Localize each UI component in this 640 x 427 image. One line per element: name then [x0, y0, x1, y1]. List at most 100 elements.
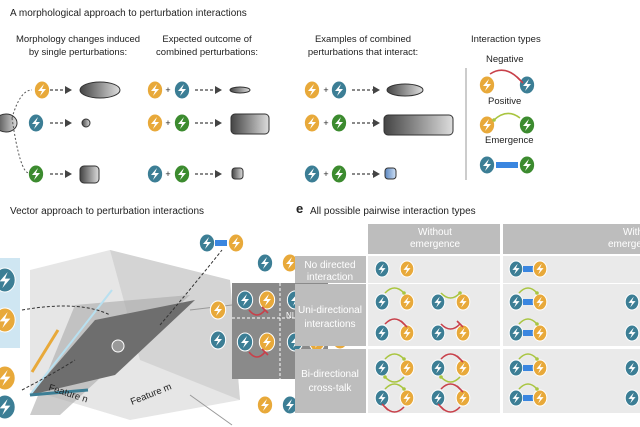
expected-cell-3 [231, 167, 244, 180]
perturbation-lightning-icon [227, 233, 245, 253]
lightning-bolt [459, 327, 467, 339]
lightning-bolt [308, 84, 316, 96]
positive-label: Positive [488, 96, 521, 107]
lightning-bolt [483, 159, 491, 171]
perturbation-lightning-icon [478, 115, 496, 135]
lightning-bolt [512, 392, 520, 404]
panel-e-letter: e [296, 201, 303, 216]
ni-label-zoom: NI [286, 311, 294, 320]
lightning-bolt [536, 263, 544, 275]
lightning-bolt [178, 84, 186, 96]
perturbation-lightning-icon [624, 389, 640, 407]
lightning-bolt [628, 392, 636, 404]
dashed-link [21, 305, 111, 316]
table-cell [503, 349, 640, 413]
inhibition-bar [400, 320, 408, 328]
perturbation-lightning-icon [624, 324, 640, 342]
lightning-bolt [459, 296, 467, 308]
lightning-bolt [203, 237, 211, 249]
lightning-bolt [434, 296, 442, 308]
lightning-bolt [232, 237, 240, 249]
lightning-bolt [378, 327, 386, 339]
lightning-bolt [378, 296, 386, 308]
inhibition-bar [456, 355, 464, 363]
perturbation-lightning-icon [374, 293, 390, 311]
perturbation-lightning-icon [330, 80, 348, 100]
perturbation-lightning-icon [508, 389, 524, 407]
perturbation-lightning-icon [236, 332, 254, 352]
panel-e-title: All possible pairwise interaction types [310, 206, 476, 217]
perturbation-lightning-icon [374, 260, 390, 278]
lightning-bolt [151, 117, 159, 129]
perturbation-lightning-icon [173, 113, 191, 133]
perturbation-lightning-icon [330, 113, 348, 133]
positive-interaction-arrow [384, 383, 405, 390]
lightning-bolt [628, 327, 636, 339]
perturbation-lightning-icon [374, 359, 390, 377]
panel-d-title: Vector approach to perturbation interact… [10, 206, 204, 217]
lightning-bolt [214, 334, 222, 346]
positive-interaction-arrow [518, 353, 538, 360]
lightning-bolt [523, 119, 531, 131]
arrow-tip [402, 387, 406, 391]
positive-interaction-arrow [493, 112, 521, 121]
negative-interaction-arrow [248, 309, 266, 316]
positive-interaction-arrow [518, 383, 538, 390]
lightning-bolt [378, 263, 386, 275]
positive-interaction-arrow [518, 287, 538, 294]
inhibition-bar [437, 403, 445, 411]
positive-interaction-arrow [518, 318, 538, 325]
perturbation-lightning-icon [399, 389, 415, 407]
lightning-bolt [378, 392, 386, 404]
arrow-head [373, 86, 380, 94]
row-header-none-2: interaction [307, 272, 353, 283]
table-cell [368, 256, 500, 283]
perturbation-lightning-icon [508, 260, 524, 278]
arrow-tip [535, 291, 539, 295]
lightning-bolt [434, 362, 442, 374]
lightning-bolt [459, 392, 467, 404]
row-header-uni-1: Uni-directional [298, 305, 362, 316]
table-cell [503, 284, 640, 346]
emergence-bar [523, 299, 533, 305]
lightning-bolt [335, 117, 343, 129]
col-header-without-2: emergence [410, 239, 460, 250]
positive-interaction-arrow [440, 292, 461, 299]
table-row-header [295, 284, 366, 346]
row-header-uni-2: interactions [304, 319, 355, 330]
lightning-bolt [241, 336, 249, 348]
perturbation-lightning-icon [374, 324, 390, 342]
lightning-bolt [434, 327, 442, 339]
positive-interaction-arrow [384, 287, 405, 294]
emergence-bar [215, 240, 227, 246]
perturbation-lightning-icon [0, 267, 16, 293]
lightning-bolt [335, 168, 343, 180]
lightning-bolt [403, 327, 411, 339]
plus-sign: + [165, 118, 170, 128]
panel-a-title: A morphological approach to perturbation… [10, 8, 247, 19]
lightning-bolt [241, 294, 249, 306]
arrow-tip [535, 322, 539, 326]
inhibition-bar [456, 320, 464, 328]
perturbation-lightning-icon [209, 300, 227, 320]
perturbation-lightning-icon [478, 155, 496, 175]
perturbation-lightning-icon [399, 293, 415, 311]
zoom-line [189, 394, 233, 426]
emergence-bar [523, 330, 533, 336]
lightning-bolt [178, 117, 186, 129]
perturbation-lightning-icon [236, 290, 254, 310]
row-header-bi-1: Bi-directional [301, 369, 359, 380]
perturbation-lightning-icon [27, 164, 45, 184]
arrow-tip [402, 291, 406, 295]
plus-sign: + [165, 85, 170, 95]
lightning-bolt [512, 327, 520, 339]
observed-cell-2 [383, 114, 454, 136]
lightning-bolt [536, 327, 544, 339]
lightning-bolt [0, 399, 11, 415]
perturbation-lightning-icon [198, 233, 216, 253]
lightning-bolt [483, 119, 491, 131]
perturbation-lightning-icon [624, 293, 640, 311]
lightning-bolt [286, 399, 294, 411]
row-header-none-1: No directed [304, 260, 355, 271]
